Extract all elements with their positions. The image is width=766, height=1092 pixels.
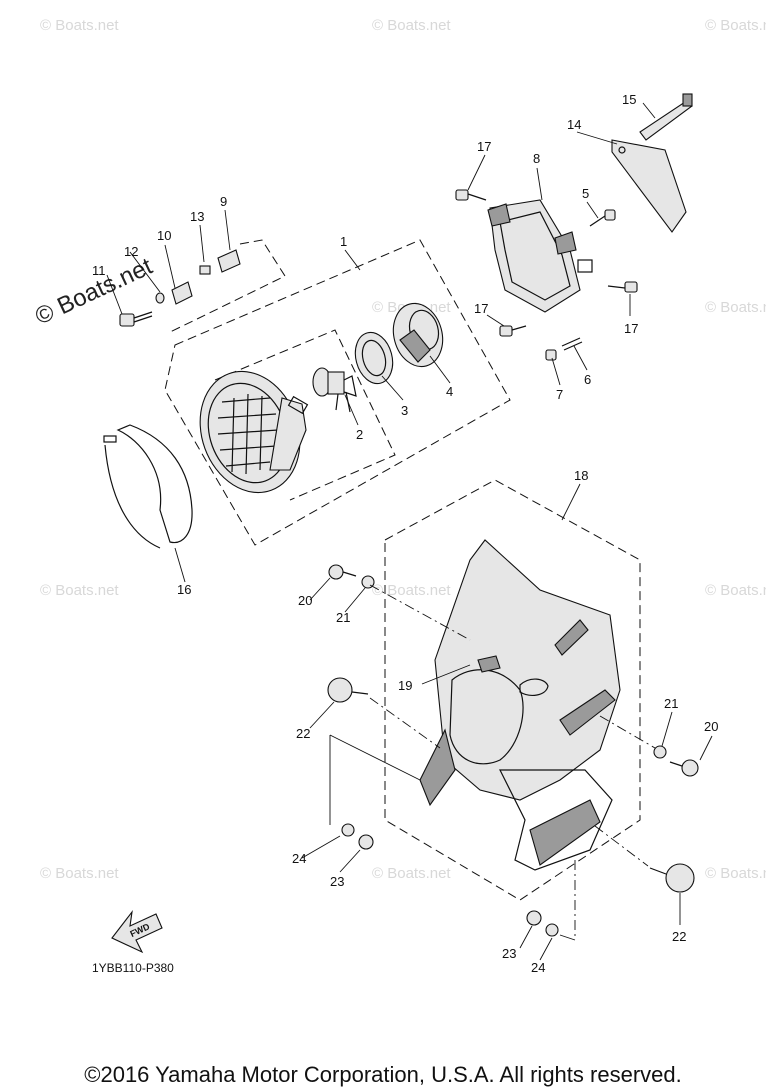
cover-plate [611, 139, 687, 233]
callout-number: 4 [446, 384, 453, 399]
callout-number: 23 [330, 874, 344, 889]
drawing-code: 1YBB110-P380 [92, 961, 174, 975]
assembly-boundary-1 [164, 239, 511, 546]
callout-number: 16 [177, 582, 191, 597]
watermark: © Boats.net [705, 17, 766, 34]
copyright-footer: ©2016 Yamaha Motor Corporation, U.S.A. A… [84, 1062, 682, 1087]
center-lines [329, 584, 656, 941]
callout-number: 24 [292, 851, 306, 866]
callout-number: 21 [336, 610, 350, 625]
callout-number: 5 [582, 186, 589, 201]
callout-number: 20 [298, 593, 312, 608]
callout-number: 1 [340, 234, 347, 249]
watermark: © Boats.net [705, 582, 766, 599]
callout-number: 6 [584, 372, 591, 387]
callout-number: 7 [556, 387, 563, 402]
callout-number: 3 [401, 403, 408, 418]
assembly-inner-boundary [214, 329, 396, 501]
callout-labels: 1 2 3 4 5 6 7 8 9 10 11 12 13 14 15 16 1… [92, 92, 718, 975]
callout-number: 13 [190, 209, 204, 224]
fastener-set-left [119, 239, 286, 333]
watermark: © Boats.net [40, 865, 119, 882]
callout-number: 9 [220, 194, 227, 209]
fairing-hardware [327, 564, 699, 937]
forward-direction-arrow: FWD [111, 910, 163, 954]
rim-ring [103, 424, 193, 549]
callout-number: 14 [567, 117, 581, 132]
bolts-right [455, 189, 638, 361]
callout-number: 21 [664, 696, 678, 711]
callout-number: 17 [624, 321, 638, 336]
headlight-bracket [487, 199, 593, 313]
front-fairing [419, 539, 621, 871]
callout-number: 19 [398, 678, 412, 693]
callout-number: 24 [531, 960, 545, 975]
bulb [312, 367, 357, 413]
callout-number: 11 [92, 263, 106, 278]
callout-number: 17 [477, 139, 491, 154]
callout-number: 18 [574, 468, 588, 483]
callout-number: 17 [474, 301, 488, 316]
callout-number: 22 [296, 726, 310, 741]
watermark: © Boats.net [372, 582, 451, 599]
watermark: © Boats.net [40, 17, 119, 34]
watermark: © Boats.net [40, 582, 119, 599]
assembly-boundary-18 [384, 479, 641, 901]
watermark: © Boats.net [372, 865, 451, 882]
watermark: © Boats.net [705, 299, 766, 316]
headlight-unit [199, 370, 309, 494]
callout-number: 2 [356, 427, 363, 442]
callout-number: 15 [622, 92, 636, 107]
callout-number: 12 [124, 244, 138, 259]
callout-number: 22 [672, 929, 686, 944]
watermark: © Boats.net [372, 17, 451, 34]
callout-number: 23 [502, 946, 516, 961]
callout-number: 8 [533, 151, 540, 166]
callout-number: 20 [704, 719, 718, 734]
bulb-holder-ring [354, 331, 394, 385]
leader-lines [106, 102, 713, 961]
callout-number: 10 [157, 228, 171, 243]
watermark: © Boats.net [705, 865, 766, 882]
dust-cover [392, 302, 444, 368]
cable-band [639, 93, 693, 141]
